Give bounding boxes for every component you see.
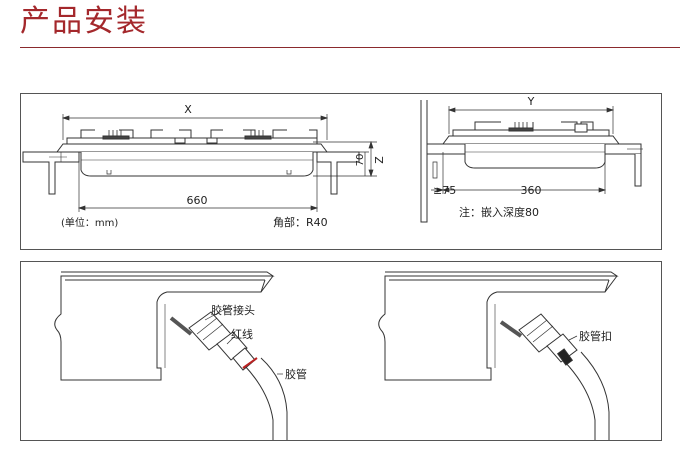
dimension-drawings: X 660 70 Z (单位：mm) 角部：R40 Y ≥75 360 注：嵌入… xyxy=(22,95,643,229)
label-unit: (单位：mm) xyxy=(61,216,118,229)
label-x: X xyxy=(184,103,192,116)
label-connector: 胶管接头 xyxy=(211,303,255,317)
title-divider xyxy=(20,47,680,48)
cooktop-side-view xyxy=(442,121,620,169)
hose-connector-right xyxy=(499,313,610,440)
countertop-front-view xyxy=(22,151,360,195)
hose-connector-left xyxy=(169,311,288,440)
dimension-75-360 xyxy=(426,152,607,194)
installation-dimensions-panel: X 660 70 Z (单位：mm) 角部：R40 Y ≥75 360 注：嵌入… xyxy=(20,93,662,250)
dimension-x xyxy=(61,114,329,140)
label-360: 360 xyxy=(521,184,542,197)
cooktop-outline-right xyxy=(378,271,619,381)
label-z: Z xyxy=(373,156,386,164)
label-clamp: 胶管扣 xyxy=(579,329,612,343)
dimension-70-z xyxy=(313,140,377,178)
label-note: 注：嵌入深度80 xyxy=(459,205,539,219)
label-y: Y xyxy=(527,95,535,108)
label-hose: 胶管 xyxy=(285,367,307,381)
label-70: 70 xyxy=(355,154,366,167)
cooktop-front-view xyxy=(56,129,328,177)
dimension-y xyxy=(447,106,615,134)
label-75: ≥75 xyxy=(433,184,456,197)
cooktop-outline-left xyxy=(54,271,275,381)
label-corner: 角部：R40 xyxy=(273,215,328,229)
page-title: 产品安装 xyxy=(20,4,148,39)
hose-drawings: 胶管接头 红线 胶管 胶管扣 xyxy=(54,271,619,440)
dimension-660 xyxy=(77,158,319,212)
hose-connection-panel: 胶管接头 红线 胶管 胶管扣 xyxy=(20,261,662,441)
label-redline: 红线 xyxy=(231,327,253,341)
label-660: 660 xyxy=(187,194,208,207)
